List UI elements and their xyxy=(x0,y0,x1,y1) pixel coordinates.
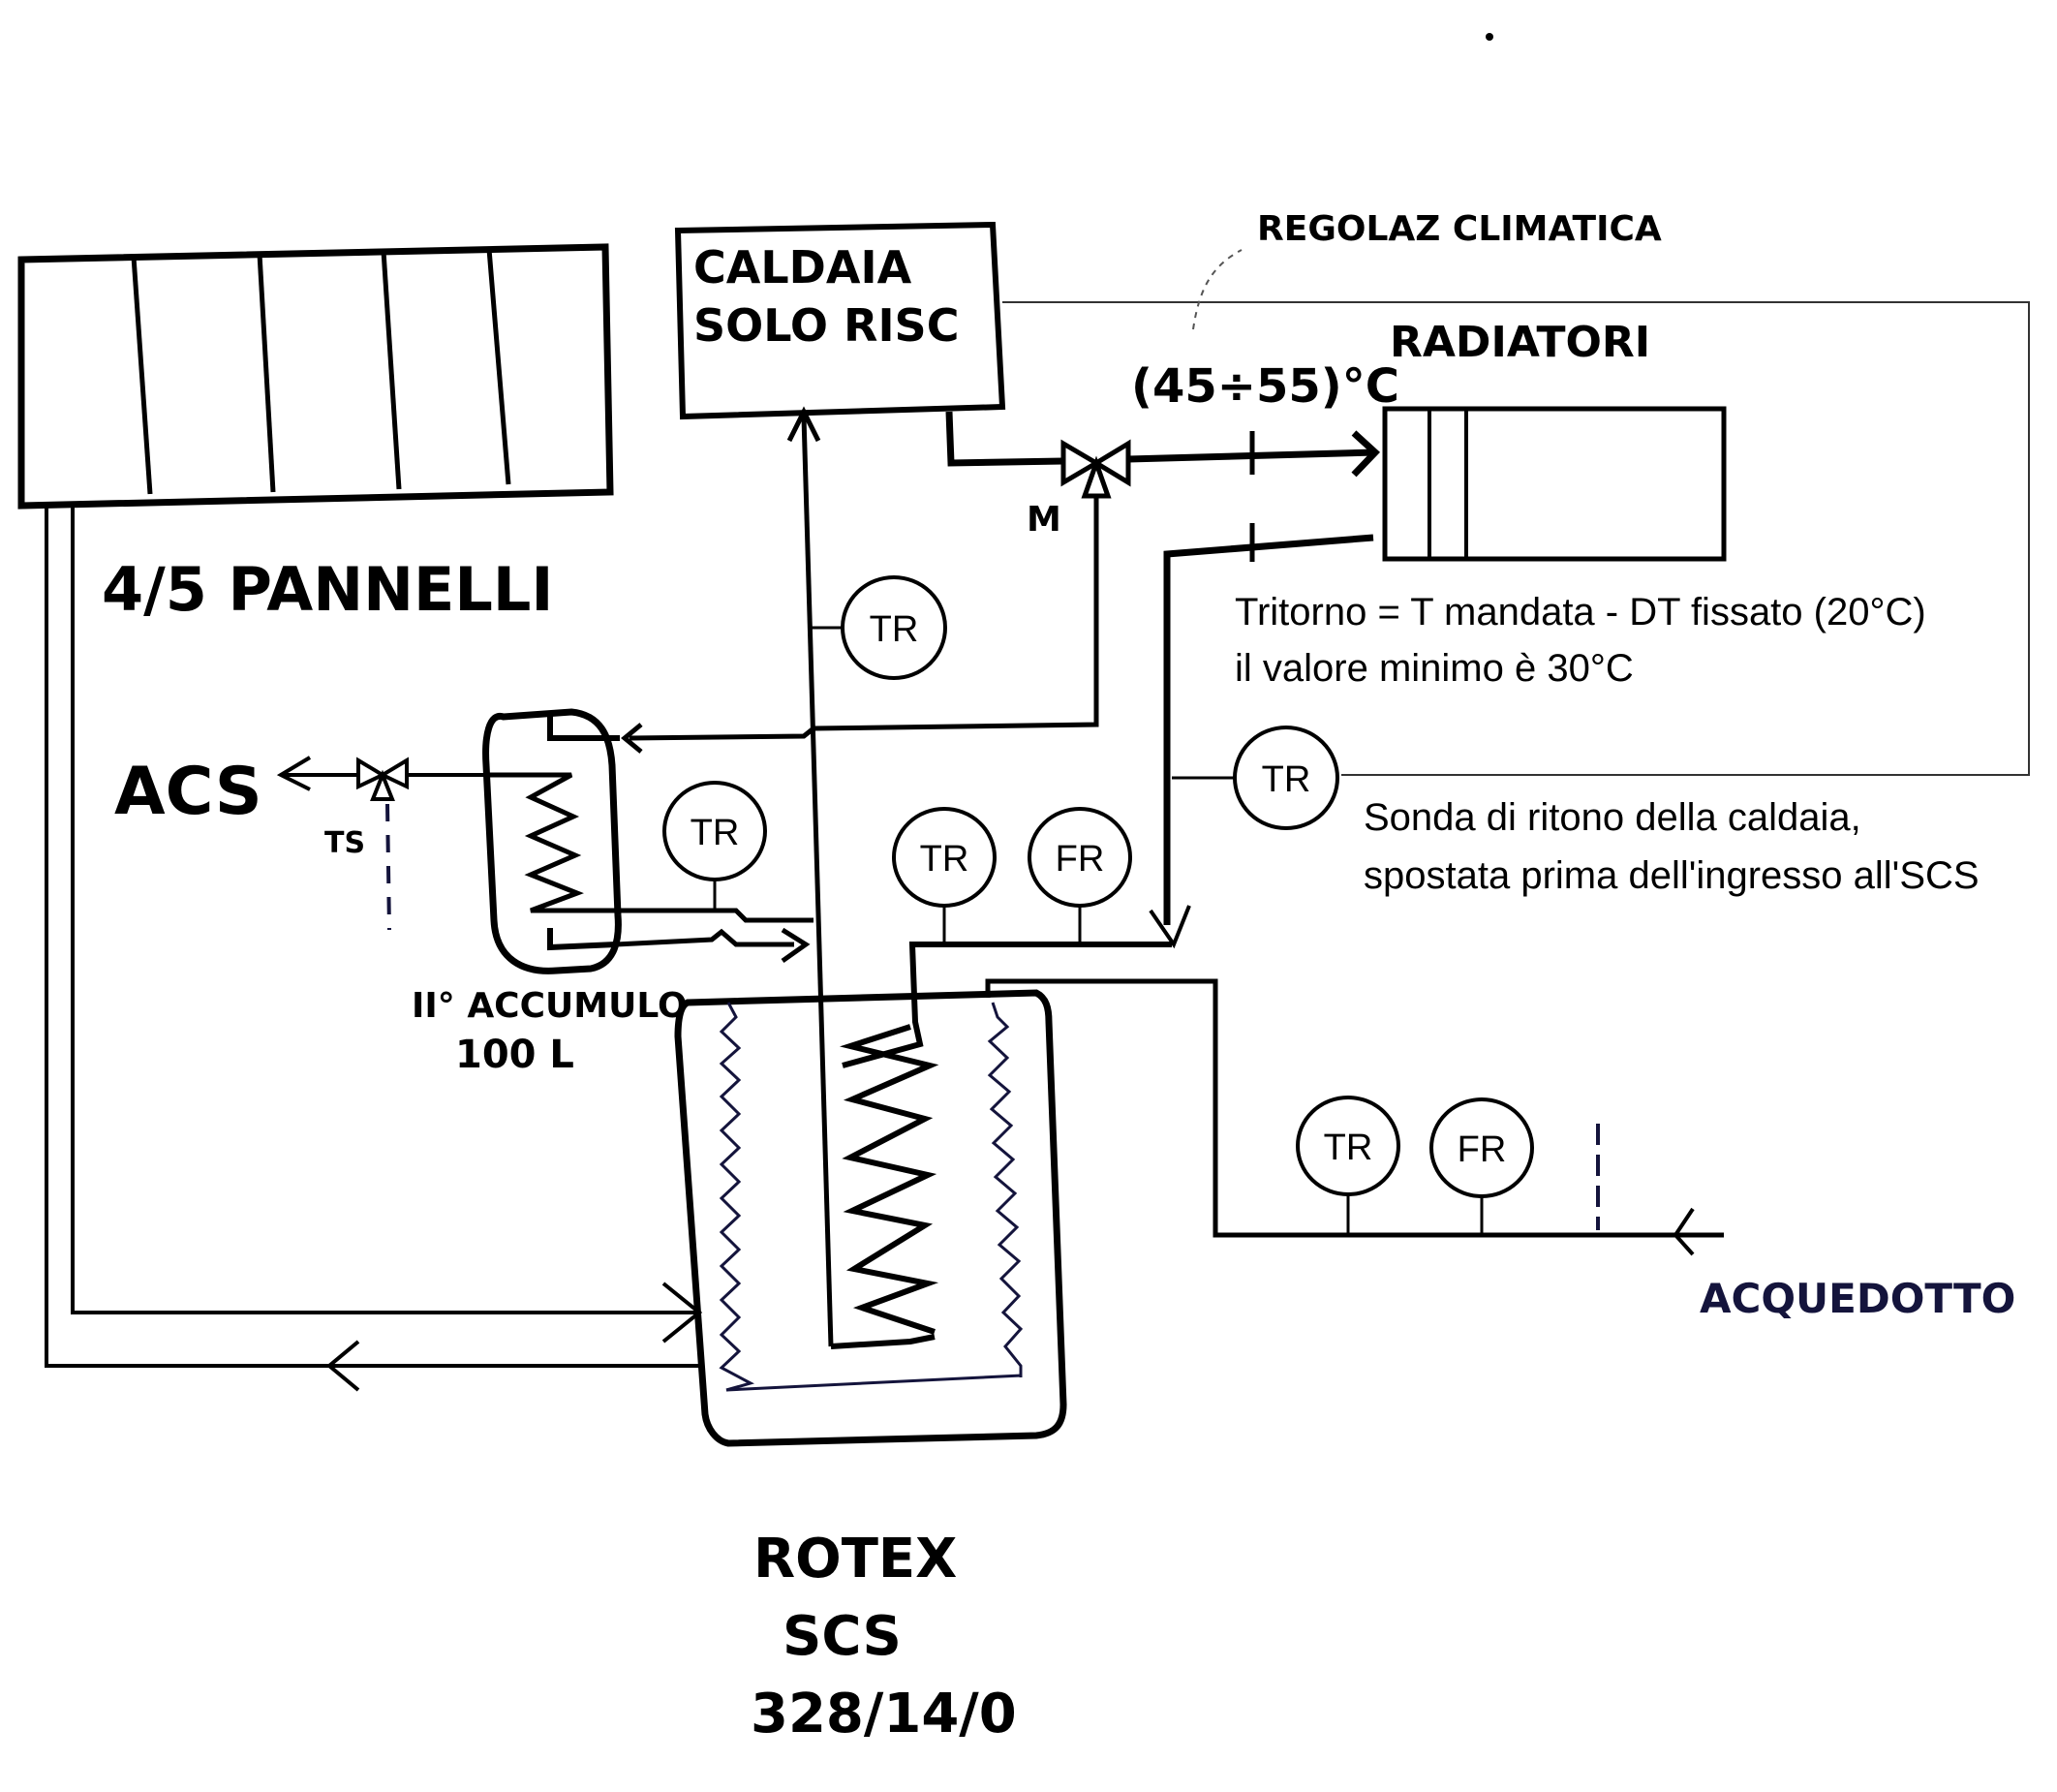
mixing-valve-icon[interactable] xyxy=(1060,439,1131,499)
scs-return-header xyxy=(842,905,1191,1068)
main-tank-label-line1: ROTEX xyxy=(753,1528,957,1591)
ink-dot xyxy=(1486,33,1493,41)
flow-pipes xyxy=(945,411,1381,925)
sensor-aqueduct-temp[interactable]: TR xyxy=(1296,1096,1400,1235)
sensor-probe-moved[interactable]: TR xyxy=(1172,726,1339,830)
sensor-scs-inlet-temp[interactable]: TR xyxy=(892,807,997,944)
radiators xyxy=(1382,406,1727,562)
climate-control-label: REGOLAZ CLIMATICA xyxy=(1257,209,1662,249)
sensor-tank-outlet[interactable]: TR xyxy=(662,781,767,911)
svg-text:TR: TR xyxy=(920,839,969,880)
aqueduct-arrow-icon xyxy=(1673,1207,1695,1256)
temperature-range: (45÷55)°C xyxy=(1131,359,1399,414)
note-return-formula-line1: Tritorno = T mandata - DT fissato (20°C) xyxy=(1235,591,1926,633)
svg-text:TR: TR xyxy=(1262,759,1311,800)
svg-text:FR: FR xyxy=(1056,839,1105,880)
note-probe-line1: Sonda di ritono della caldaia, xyxy=(1364,796,1861,839)
note-return-formula-line2: il valore minimo è 30°C xyxy=(1235,647,1634,690)
boiler xyxy=(674,221,1006,420)
main-tank-label-line3: 328/14/0 xyxy=(751,1683,1017,1746)
climate-pointer xyxy=(1192,249,1243,330)
secondary-tank-label-line2: 100 L xyxy=(455,1033,574,1077)
solar-panels xyxy=(17,243,614,510)
aqueduct-label: ACQUEDOTTO xyxy=(1700,1275,2015,1322)
svg-text:FR: FR xyxy=(1458,1129,1507,1170)
radiators-label: RADIATORI xyxy=(1390,318,1650,367)
secondary-tank-label-line1: II° ACCUMULO xyxy=(412,986,688,1026)
svg-text:TR: TR xyxy=(870,609,919,650)
svg-text:TR: TR xyxy=(691,813,740,853)
panels-label: 4/5 PANNELLI xyxy=(102,554,553,625)
sensor-aqueduct-flow[interactable]: FR xyxy=(1429,1097,1534,1235)
dhw-label: ACS xyxy=(114,754,262,830)
boiler-label-line2: SOLO RISC xyxy=(693,299,959,352)
sensor-boiler-return[interactable]: TR xyxy=(810,575,947,680)
mixing-valve-label: M xyxy=(1027,500,1061,540)
probe-wire xyxy=(1002,301,2030,776)
cold-water-dashed xyxy=(385,803,391,931)
main-tank xyxy=(674,978,1724,1447)
thermostatic-valve-label: TS xyxy=(324,826,365,860)
svg-text:TR: TR xyxy=(1324,1128,1373,1168)
boiler-label-line1: CALDAIA xyxy=(693,241,912,294)
secondary-tank xyxy=(482,708,814,974)
note-probe-line2: spostata prima dell'ingresso all'SCS xyxy=(1364,854,1980,897)
thermostatic-valve-icon[interactable] xyxy=(356,757,409,801)
main-tank-label-line2: SCS xyxy=(783,1605,902,1668)
boiler-return-pipe xyxy=(801,416,834,1347)
sensor-scs-inlet-flow[interactable]: FR xyxy=(1028,807,1132,944)
